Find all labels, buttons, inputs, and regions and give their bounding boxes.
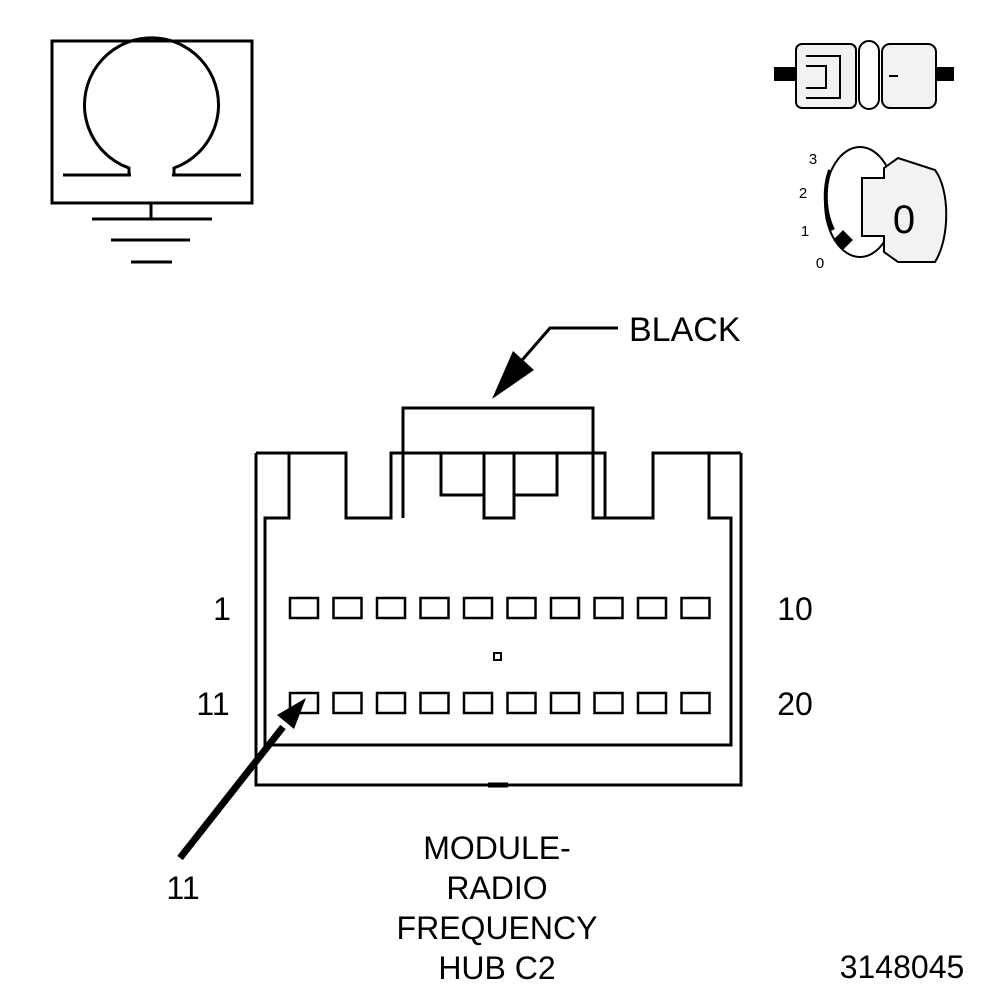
pin-cavity-6 [506,596,537,620]
connector-name-line-1: MODULE- [423,830,571,866]
color-callout: BLACK [492,311,741,399]
pin-label-last-bottom: 20 [777,686,813,722]
ignition-key-label: 0 [893,198,915,242]
pin-cavity-9 [636,596,668,620]
ohm-meter-ground-icon [50,36,254,264]
pin-row-top [288,596,711,620]
pin-label-last-top: 10 [777,591,813,627]
pin-cavity-18 [593,691,624,715]
figure-id: 3148045 [840,949,965,985]
pin-cavity-15 [462,691,494,715]
connector-name: MODULE- RADIO FREQUENCY HUB C2 [397,830,598,986]
pin-cavity-3 [375,596,407,620]
pin-cavity-10 [680,596,711,620]
connector-name-line-3: FREQUENCY [397,910,598,946]
pin-row-bottom [288,691,711,715]
pin-cavity-2 [332,596,363,620]
pin-cavity-12 [332,691,363,715]
ignition-position-3: 3 [809,151,817,168]
ignition-key-off-icon: 0 3 2 1 0 [799,146,948,272]
pin-cavity-17 [549,691,581,715]
connector-name-line-4: HUB C2 [438,950,555,986]
pin-label-first-top: 1 [213,591,231,627]
connector-name-line-2: RADIO [446,870,547,906]
pin-cavity-19 [636,691,668,715]
disconnected-connector-icon [774,40,954,110]
pin-cavity-7 [549,596,581,620]
pin-cavity-14 [419,691,450,715]
ignition-position-1: 1 [801,223,809,240]
pin-cavity-4 [419,596,450,620]
pin-label-first-bottom: 11 [196,686,229,722]
ignition-position-0: 0 [816,255,824,272]
callout-pin-label: 11 [166,870,199,906]
connector-body [254,406,743,788]
pin-cavity-5 [462,596,494,620]
pin-cavity-13 [375,691,407,715]
pin-cavity-16 [506,691,537,715]
pin-cavity-8 [593,596,624,620]
ignition-position-2: 2 [799,185,807,202]
pin-cavity-1 [288,596,320,620]
pin-cavity-20 [680,691,711,715]
connector-color-label: BLACK [629,311,741,349]
pin-callout: 11 [166,698,306,906]
